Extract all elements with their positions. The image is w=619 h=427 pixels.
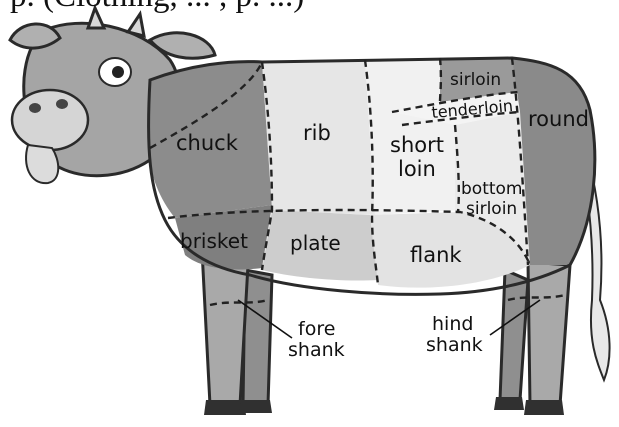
nostril xyxy=(29,103,41,113)
label-bottom-sirloin-line2: sirloin xyxy=(466,199,517,219)
label-hind-shank-line1: hind xyxy=(432,313,473,335)
ear xyxy=(10,24,60,48)
label-round: round xyxy=(528,107,589,131)
label-sirloin: sirloin xyxy=(450,70,501,90)
label-rib: rib xyxy=(303,121,331,145)
muzzle xyxy=(12,90,88,150)
label-plate: plate xyxy=(290,231,341,255)
hoof xyxy=(494,397,524,410)
label-bottom-sirloin-line1: bottom xyxy=(461,179,522,199)
label-fore-shank-line2: shank xyxy=(288,339,345,361)
tongue xyxy=(26,145,58,183)
label-brisket: brisket xyxy=(180,229,248,253)
label-short-loin-line1: short xyxy=(390,133,444,157)
pupil xyxy=(112,66,124,78)
label-fore-shank-line1: fore xyxy=(298,318,335,340)
hoof xyxy=(524,400,564,415)
cropped-caption-text: p. (Clothing, ... , p. ...) xyxy=(0,0,619,18)
label-short-loin-line2: loin xyxy=(398,157,436,181)
hind-leg-front xyxy=(528,262,570,405)
label-flank: flank xyxy=(410,243,462,267)
hoof xyxy=(239,400,272,413)
label-chuck: chuck xyxy=(176,131,239,155)
label-hind-shank-line2: shank xyxy=(426,334,483,356)
hind-leg-back xyxy=(500,270,528,400)
nostril xyxy=(56,99,68,109)
